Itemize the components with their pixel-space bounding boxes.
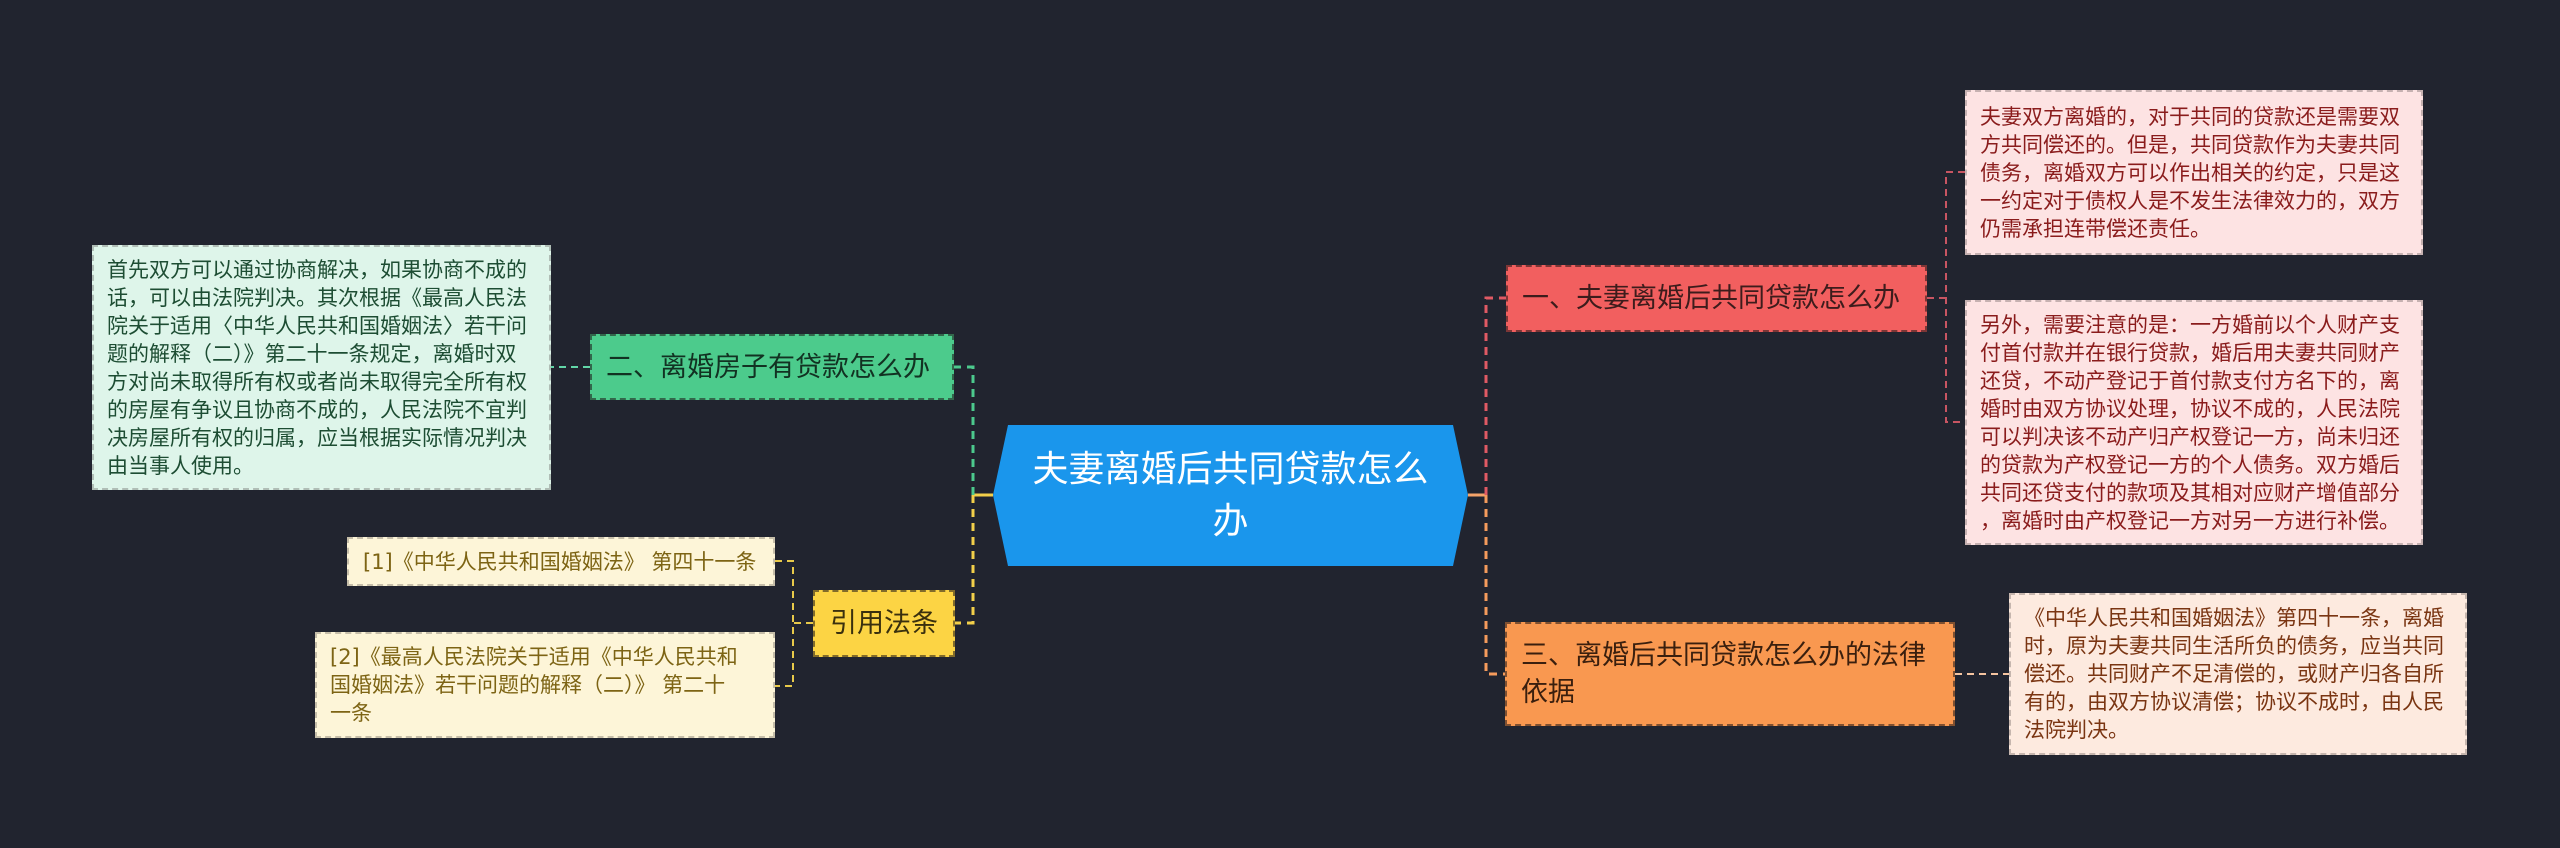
detail-line: 话，可以由法院判决。其次根据《最高人民法 <box>107 285 527 310</box>
detail-line: 法院判决。 <box>2024 718 2129 742</box>
detail-line: 由当事人使用。 <box>107 453 254 478</box>
branch-topic-legal-basis[interactable]: 三、离婚后共同贷款怎么办的法律 依据 <box>1505 622 1955 726</box>
detail-line: 方对尚未取得所有权或者尚未取得完全所有权 <box>107 369 527 394</box>
root-topic-line: 办 <box>1212 500 1249 542</box>
detail-line: 院关于适用〈中华人民共和国婚姻法〉若干问 <box>107 313 527 338</box>
branch-topic-label: 一、夫妻离婚后共同贷款怎么办 <box>1522 283 1900 314</box>
branch-topic-house-loan[interactable]: 二、离婚房子有贷款怎么办 <box>590 334 954 400</box>
reference-line: 一条 <box>330 701 372 725</box>
detail-line: 共同还贷支付的款项及其相对应财产增值部分 <box>1980 480 2400 505</box>
detail-line: 时，原为夫妻共同生活所负的债务，应当共同 <box>2024 634 2444 658</box>
root-topic[interactable]: 夫妻离婚后共同贷款怎么 办 <box>993 425 1468 566</box>
reference-item-2[interactable]: [2]《最高人民法院关于适用《中华人民共和 国婚姻法》若干问题的解释（二）》 第… <box>315 632 775 738</box>
detail-line: 仍需承担连带偿还责任。 <box>1980 216 2211 241</box>
reference-line: 国婚姻法》若干问题的解释（二）》 第二十 <box>330 673 726 697</box>
branch-topic-label: 二、离婚房子有贷款怎么办 <box>606 351 930 383</box>
connector-root-to-branch-4 <box>955 495 975 625</box>
detail-line: ，离婚时由产权登记一方对另一方进行补偿。 <box>1980 508 2400 533</box>
connector-root-to-branch-1 <box>1484 296 1506 495</box>
reference-item-1[interactable]: [1]《中华人民共和国婚姻法》 第四十一条 <box>347 537 775 586</box>
detail-line: 可以判决该不动产归产权登记一方，尚未归还 <box>1980 424 2400 449</box>
detail-note-house-negotiation[interactable]: 首先双方可以通过协商解决，如果协商不成的 话，可以由法院判决。其次根据《最高人民… <box>92 245 551 490</box>
detail-line: 偿还。共同财产不足清偿的，或财产归各自所 <box>2024 662 2444 686</box>
detail-line: 的贷款为产权登记一方的个人债务。双方婚后 <box>1980 452 2400 477</box>
detail-note-marriage-law-art41[interactable]: 《中华人民共和国婚姻法》第四十一条，离婚 时，原为夫妻共同生活所负的债务，应当共… <box>2009 593 2467 755</box>
reference-line: [2]《最高人民法院关于适用《中华人民共和 <box>330 645 738 669</box>
detail-note-joint-repayment[interactable]: 夫妻双方离婚的，对于共同的贷款还是需要双 方共同偿还的。但是，共同贷款作为夫妻共… <box>1965 90 2423 255</box>
detail-line: 题的解释（二）》第二十一条规定，离婚时双 <box>107 341 517 366</box>
detail-line: 债务，离婚双方可以作出相关的约定，只是这 <box>1980 160 2400 185</box>
detail-line: 付首付款并在银行贷款，婚后用夫妻共同财产 <box>1980 340 2400 365</box>
reference-line: [1]《中华人民共和国婚姻法》 第四十一条 <box>363 549 757 574</box>
detail-line: 《中华人民共和国婚姻法》第四十一条，离婚 <box>2024 606 2444 630</box>
detail-line: 婚时由双方协议处理，协议不成的，人民法院 <box>1980 396 2400 421</box>
detail-note-premarital-down-payment[interactable]: 另外，需要注意的是：一方婚前以个人财产支 付首付款并在银行贷款，婚后用夫妻共同财… <box>1965 300 2423 545</box>
connector-root-to-branch-2 <box>954 365 975 495</box>
connector-root-to-branch-3 <box>1484 495 1505 676</box>
branch-topic-label: 依据 <box>1521 677 1575 708</box>
branch-topic-label: 引用法条 <box>830 608 938 639</box>
detail-line: 有的，由双方协议清偿；协议不成时，由人民 <box>2024 690 2444 714</box>
root-topic-line: 夫妻离婚后共同贷款怎么 <box>1032 448 1429 490</box>
detail-line: 一约定对于债权人是不发生法律效力的，双方 <box>1980 188 2400 213</box>
branch-topic-cited-laws[interactable]: 引用法条 <box>813 590 955 657</box>
detail-line: 决房屋所有权的归属，应当根据实际情况判决 <box>107 425 527 450</box>
detail-line: 另外，需要注意的是：一方婚前以个人财产支 <box>1980 312 2400 337</box>
branch-topic-label: 三、离婚后共同贷款怎么办的法律 <box>1521 640 1926 671</box>
detail-line: 的房屋有争议且协商不成的，人民法院不宜判 <box>107 397 527 422</box>
connector-branch-4-bracket <box>775 560 794 687</box>
detail-line: 首先双方可以通过协商解决，如果协商不成的 <box>107 257 527 282</box>
detail-line: 方共同偿还的。但是，共同贷款作为夫妻共同 <box>1980 132 2400 157</box>
detail-line: 还贷，不动产登记于首付款支付方名下的，离 <box>1980 368 2400 393</box>
branch-topic-joint-loan[interactable]: 一、夫妻离婚后共同贷款怎么办 <box>1506 265 1927 332</box>
detail-line: 夫妻双方离婚的，对于共同的贷款还是需要双 <box>1980 104 2400 129</box>
connector-branch-1-bracket <box>1945 171 1965 423</box>
